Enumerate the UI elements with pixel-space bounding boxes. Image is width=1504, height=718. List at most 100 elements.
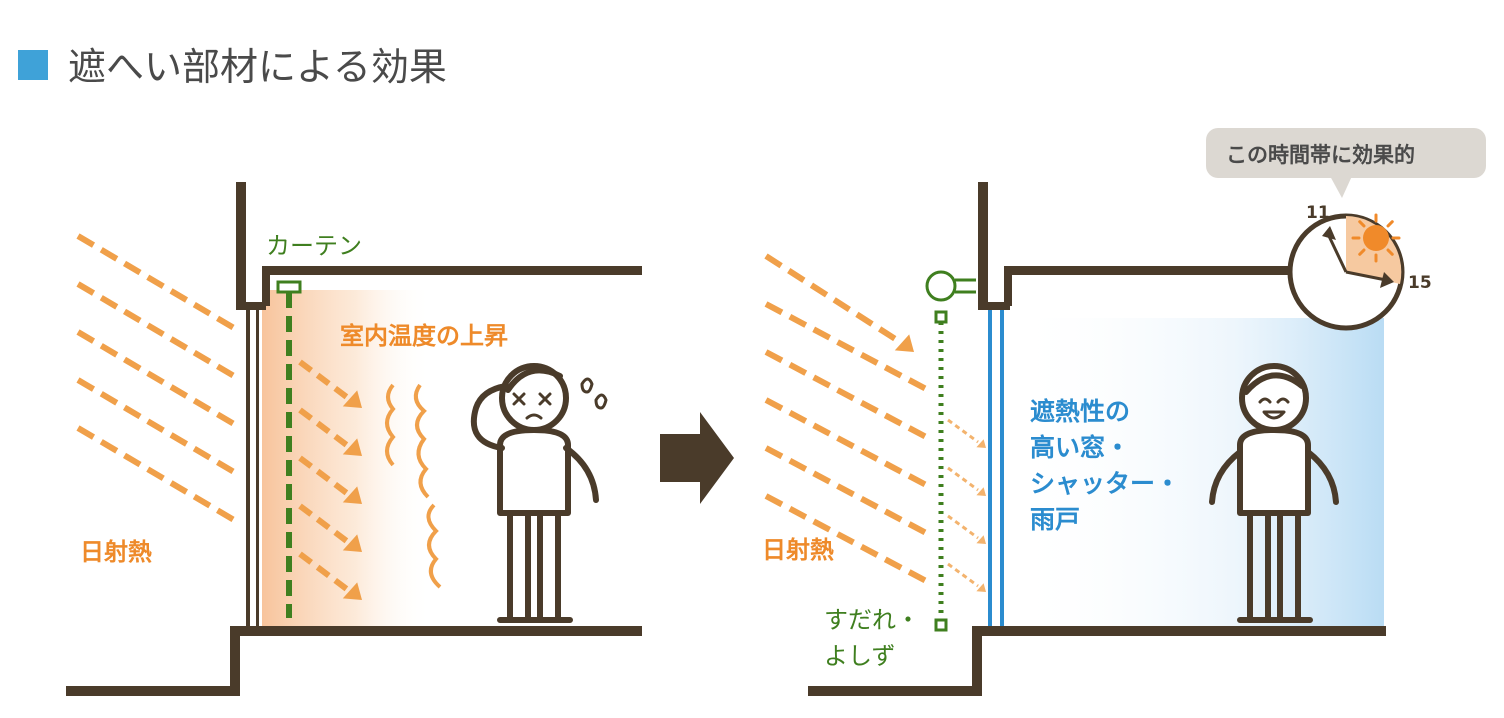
right-house-structure: [808, 182, 1386, 696]
blocked-heat-ray: [764, 445, 930, 537]
left-ceiling-drop: [262, 266, 270, 306]
sun-rays: [1351, 213, 1401, 263]
blocked-heat-ray: [764, 397, 930, 489]
weakened-heat-ray: [947, 562, 979, 588]
clock-start-label: 11: [1306, 203, 1330, 223]
weakened-heat-ray: [947, 418, 979, 444]
solar-heat-ray: [76, 377, 236, 475]
sudare-hook-ring: [925, 270, 957, 302]
comfortable-person-figure: [1209, 363, 1339, 623]
blocked-heat-ray: [764, 349, 930, 441]
clock-icon: 11 15: [1287, 203, 1432, 331]
left-lintel: [236, 302, 266, 310]
weakened-heat-arrowhead: [976, 439, 986, 448]
blocked-heat-ray: [764, 493, 930, 585]
heat-shielding-window: [988, 310, 1004, 626]
weakened-heat-arrowhead: [976, 583, 986, 592]
sun-ray: [1358, 220, 1366, 228]
left-house-structure: [66, 182, 642, 696]
inside-heat-ray: [298, 407, 350, 449]
title-accent-square: [18, 50, 48, 80]
heat-wave-1: [385, 383, 396, 467]
callout-bubble: [1206, 128, 1486, 178]
sudare-hook-arm: [955, 278, 976, 294]
temperature-rise-label: 室内温度の上昇: [340, 322, 508, 350]
hot-person-lowered-arm: [563, 445, 599, 503]
inside-heat-arrowhead: [342, 486, 362, 504]
right-step-riser: [972, 626, 982, 690]
right-floor: [972, 626, 1386, 636]
comfortable-person-legs: [1247, 510, 1301, 620]
solar-heat-rays-outside: [76, 233, 236, 523]
left-window-pane: [256, 306, 259, 628]
sweat-drop-1: [580, 377, 594, 394]
inside-heat-arrowhead: [342, 534, 362, 552]
cool-gradient: [1010, 318, 1384, 628]
left-floor: [230, 626, 642, 636]
sun-ray: [1358, 248, 1366, 256]
hot-person-raised-arm: [470, 383, 509, 451]
sudare-screen: [925, 270, 976, 632]
clock-end-label: 15: [1408, 273, 1432, 293]
curtain-label: カーテン: [266, 232, 362, 260]
blocked-heat-ray: [764, 253, 902, 345]
sudare-bottom-cap: [934, 618, 948, 632]
right-panel: 11 15 この時間帯に効果的 日射熱 遮熱性の 高い窓・ シャッター・ 雨戸 …: [762, 128, 1486, 696]
window-label-line-4: 雨戸: [1030, 505, 1080, 534]
comfortable-person-hair: [1243, 372, 1305, 395]
inside-heat-arrowhead: [342, 438, 362, 456]
inside-heat-ray: [298, 503, 350, 545]
left-ground: [66, 686, 240, 696]
clock-arrowhead-15: [1380, 272, 1394, 288]
solar-heat-rays-inside: [298, 359, 362, 600]
blocked-heat-arrowhead: [894, 334, 914, 352]
page-header: 遮へい部材による効果: [18, 45, 447, 89]
weakened-heat-arrowhead: [976, 487, 986, 496]
hot-person-figure: [470, 363, 608, 623]
sudare-top-cap: [934, 310, 948, 324]
right-arrow-icon: [660, 412, 734, 504]
hot-person-legs: [507, 510, 561, 620]
clock-arrowhead-11: [1322, 226, 1336, 240]
weakened-heat-arrowhead: [976, 535, 986, 544]
hot-person-x-eyes: [512, 392, 552, 406]
hot-person-hair: [505, 367, 563, 393]
inside-heat-ray: [298, 359, 350, 401]
solar-heat-rays-weakened: [947, 418, 986, 592]
comfortable-person-torso: [1237, 427, 1311, 516]
callout-tail: [1330, 176, 1352, 198]
left-ceiling: [262, 266, 642, 275]
window-frame-outer: [988, 310, 992, 626]
left-window-frame: [246, 306, 250, 628]
callout-text: この時間帯に効果的: [1226, 143, 1415, 167]
inside-heat-ray: [298, 455, 350, 497]
window-label-line-2: 高い窓・: [1030, 433, 1130, 462]
inside-heat-arrowhead: [342, 582, 362, 600]
heat-wave-3: [426, 503, 442, 589]
curtain: [276, 280, 302, 618]
sun-disc: [1363, 225, 1389, 251]
weakened-heat-ray: [947, 514, 979, 540]
right-lintel: [978, 302, 1010, 310]
weakened-heat-ray: [947, 466, 979, 492]
hot-person-torso: [497, 427, 571, 516]
right-ceiling: [1004, 266, 1296, 275]
left-solar-heat-label: 日射熱: [80, 538, 152, 566]
right-ceiling-drop: [1004, 266, 1012, 306]
sun-ray: [1386, 220, 1394, 228]
solar-heat-ray: [76, 329, 236, 427]
window-frame-inner: [1000, 310, 1004, 626]
solar-heat-rays-blocked: [764, 253, 930, 585]
right-ground: [808, 686, 982, 696]
solar-heat-ray: [76, 425, 236, 523]
hot-person-mouth: [525, 413, 543, 420]
heat-wave-2: [413, 383, 430, 499]
right-upper-wall: [978, 182, 988, 310]
right-solar-heat-label: 日射熱: [762, 536, 834, 564]
clock-hand-15: [1345, 270, 1387, 282]
sun-ray: [1386, 248, 1394, 256]
sudare-label-line-2: よしず: [824, 642, 896, 670]
inside-heat-ray: [298, 551, 350, 593]
effective-time-callout: この時間帯に効果的: [1206, 128, 1486, 198]
